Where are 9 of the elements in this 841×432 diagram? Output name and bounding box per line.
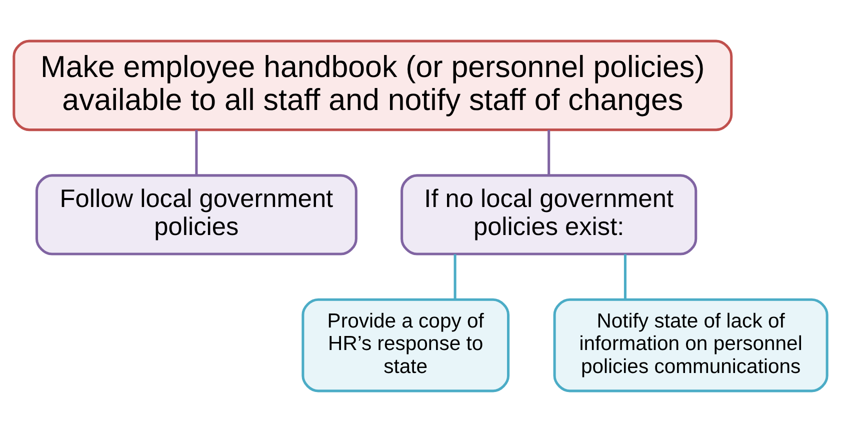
connector — [624, 254, 626, 300]
connector — [195, 130, 198, 176]
node-box: If no local government policies exist: — [400, 174, 698, 256]
connector — [454, 254, 456, 300]
connector — [548, 130, 550, 176]
node-box: Notify state of lack of information on personnel policies communications — [553, 298, 828, 392]
node-box: Provide a copy of HR’s response to state — [302, 298, 510, 392]
node-box: Make employee handbook (or personnel policies) available to all staff and notify staff of changes — [12, 40, 733, 132]
node-box: Follow local government policies — [35, 174, 358, 256]
